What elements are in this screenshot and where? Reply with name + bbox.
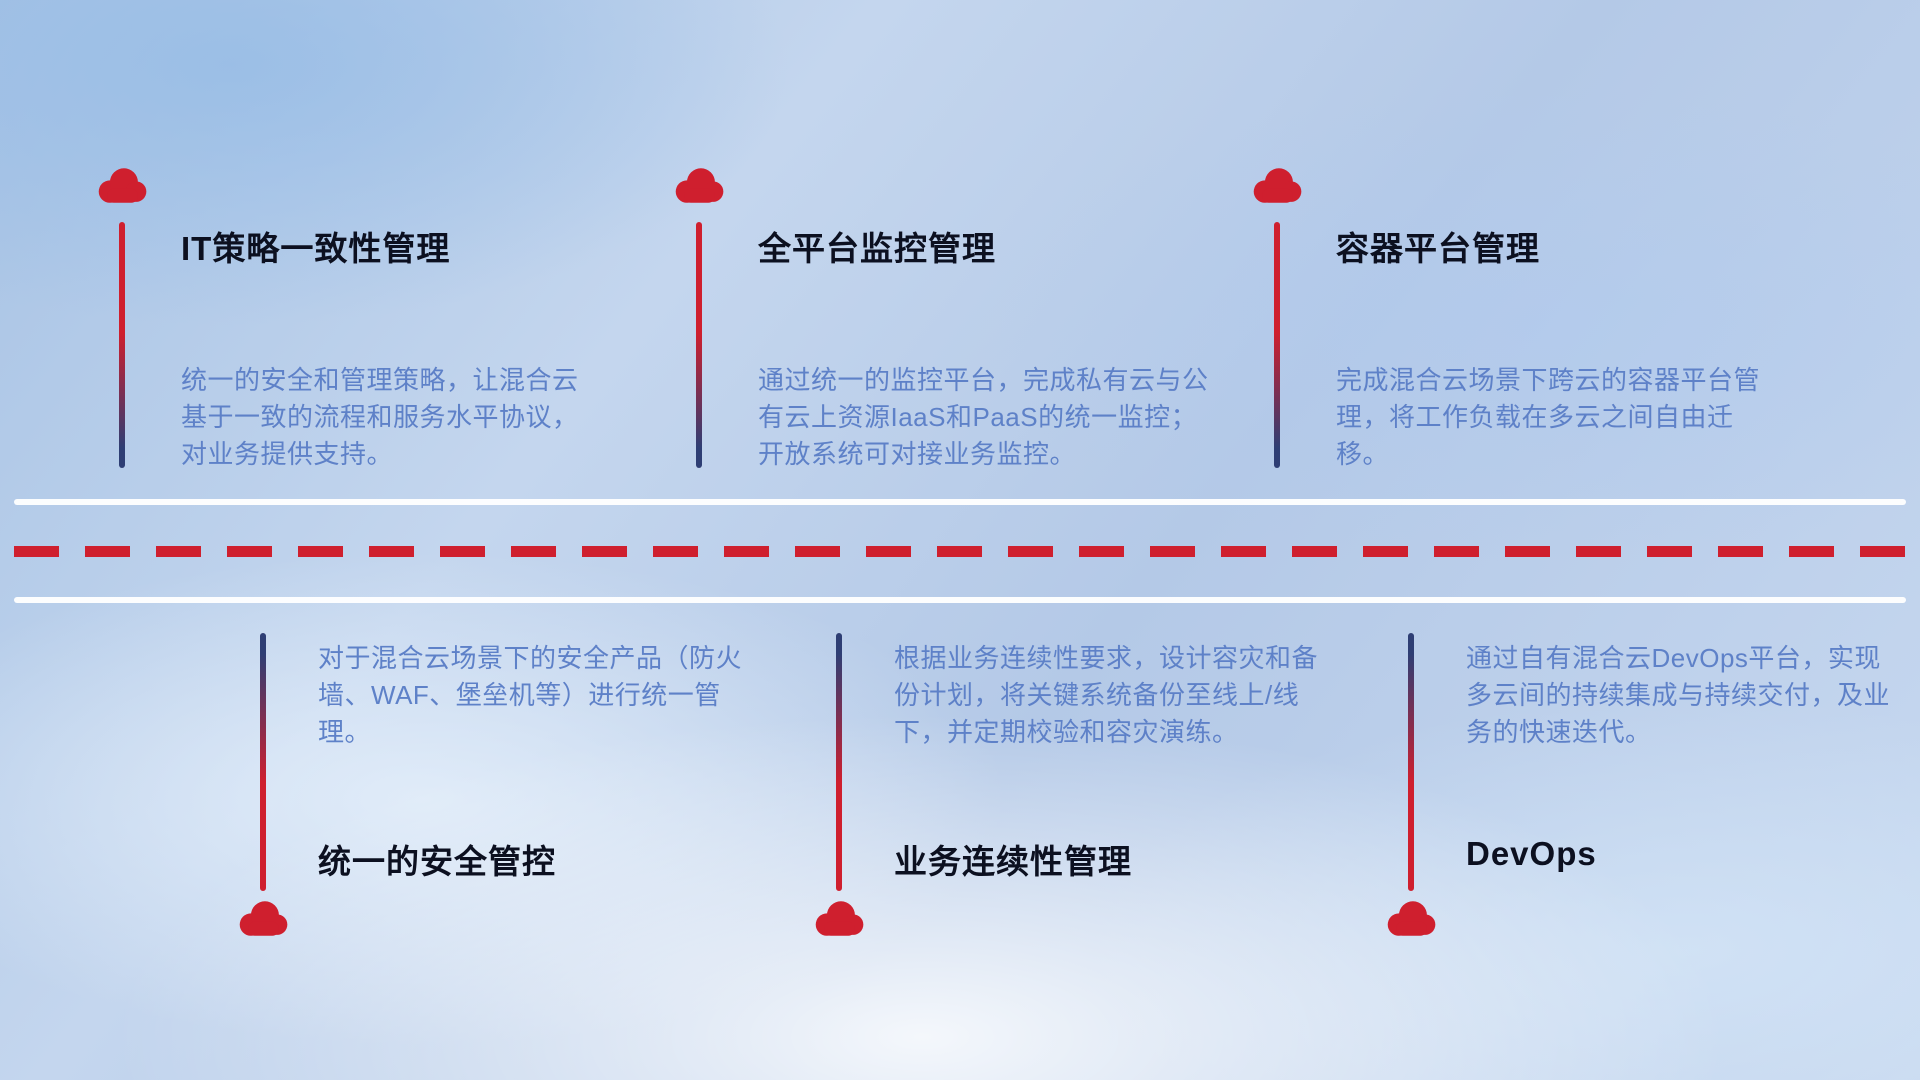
connector-line [696,222,702,468]
connector-line [1408,633,1414,891]
item-description: 完成混合云场景下跨云的容器平台管理，将工作负载在多云之间自由迁移。 [1336,365,1761,469]
connector-line [836,633,842,891]
cloud-icon [98,168,147,203]
item-title: 全平台监控管理 [758,230,996,267]
item-description: 对于混合云场景下的安全产品（防火墙、WAF、堡垒机等）进行统一管理。 [318,643,743,747]
cloud-icon [675,168,724,203]
item-description: 统一的安全和管理策略，让混合云基于一致的流程和服务水平协议，对业务提供支持。 [181,365,579,469]
item-title: 统一的安全管控 [318,843,556,880]
connector-line [1274,222,1280,468]
cloud-icon [239,901,288,936]
connector-line [260,633,266,891]
item-description: 通过统一的监控平台，完成私有云与公有云上资源IaaS和PaaS的统一监控；开放系… [758,365,1209,469]
road-edge-line-bottom [14,597,1906,603]
item-description: 根据业务连续性要求，设计容灾和备份计划，将关键系统备份至线上/线下，并定期校验和… [894,643,1319,747]
road-dashed-line [14,546,1906,557]
item-title: 容器平台管理 [1336,230,1540,267]
cloud-icon [1253,168,1302,203]
cloud-icon [1387,901,1436,936]
item-title: 业务连续性管理 [894,843,1132,880]
item-description: 通过自有混合云DevOps平台，实现多云间的持续集成与持续交付，及业务的快速迭代… [1466,643,1891,747]
road-edge-line-top [14,499,1906,505]
item-title: IT策略一致性管理 [181,230,451,267]
cloud-icon [815,901,864,936]
item-title: DevOps [1466,835,1597,872]
connector-line [119,222,125,468]
